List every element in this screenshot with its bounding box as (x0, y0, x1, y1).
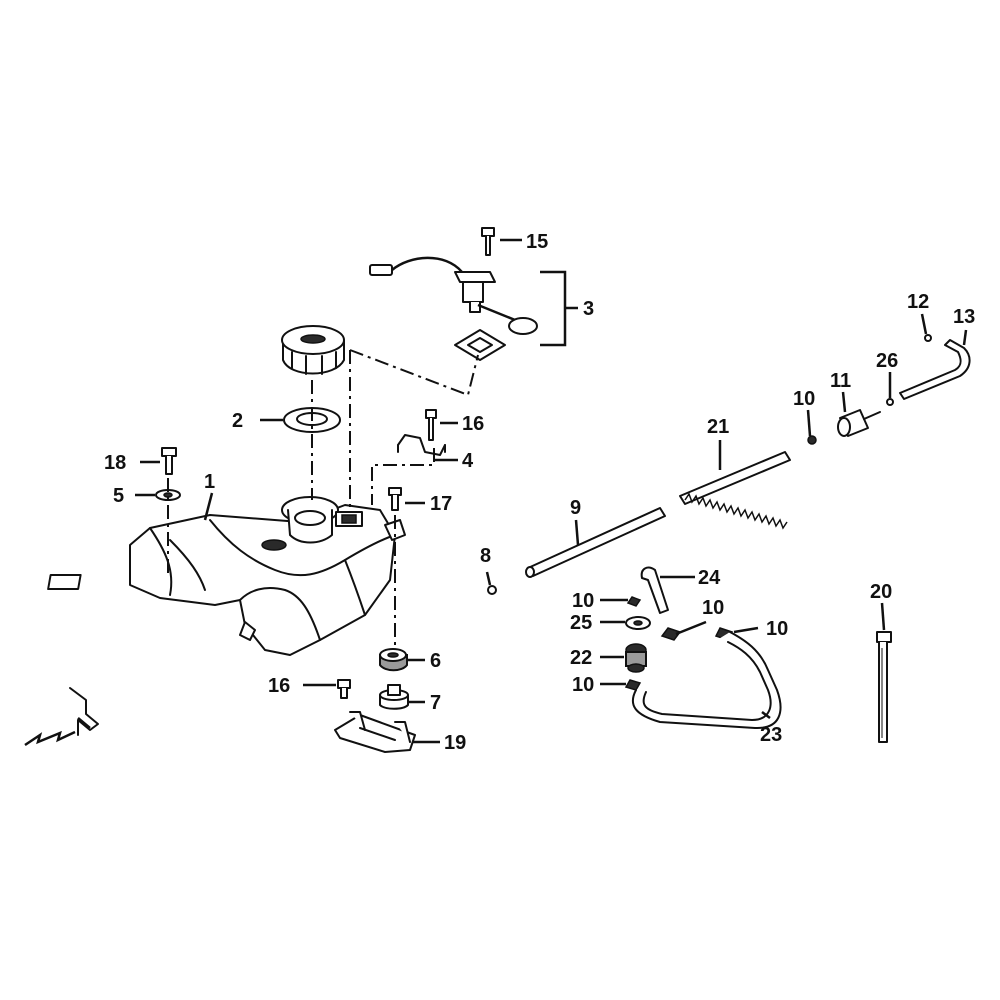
hose-clip-26 (886, 398, 894, 406)
bolt-18 (161, 447, 177, 475)
bolt-15 (481, 227, 495, 256)
callout-9: 9 (570, 497, 581, 519)
callout-26: 26 (876, 350, 898, 372)
callout-10-left-bottom: 10 (572, 674, 594, 696)
bracket-4 (397, 434, 446, 456)
callout-25: 25 (570, 612, 592, 634)
fuel-hose-24 (640, 566, 669, 614)
callout-24: 24 (698, 567, 721, 589)
cable-tie-20 (876, 631, 892, 743)
protector-spring-21 (679, 451, 791, 530)
callout-1: 1 (204, 471, 215, 493)
callout-3: 3 (583, 298, 594, 320)
callout-6: 6 (430, 650, 441, 672)
callout-18: 18 (104, 452, 126, 474)
assembly-lines (167, 349, 479, 650)
fuel-valve-22 (625, 643, 647, 673)
callout-5: 5 (113, 485, 124, 507)
fuel-hose-9 (525, 507, 666, 578)
elbow-hose-13 (899, 339, 971, 400)
callout-12: 12 (907, 291, 929, 313)
callout-16-upper: 16 (462, 413, 484, 435)
collar-7 (379, 684, 409, 710)
callout-7: 7 (430, 692, 441, 714)
bolt-17 (388, 487, 402, 511)
callout-13: 13 (953, 306, 975, 328)
fuel-cap (281, 325, 345, 375)
callout-15: 15 (526, 231, 548, 253)
fuel-filter-11 (837, 409, 881, 437)
fuel-hose-23 (631, 631, 782, 730)
callout-2: 2 (232, 410, 243, 432)
callout-10-top: 10 (793, 388, 815, 410)
fuel-sender-unit (369, 256, 538, 361)
hose-clip-12 (924, 334, 932, 342)
callout-10-mid: 10 (702, 597, 724, 619)
callout-23: 23 (760, 724, 782, 746)
callout-labels: 15 3 2 16 4 18 5 1 17 6 7 16 19 8 9 21 1… (104, 231, 975, 754)
bolt-16-lower (337, 679, 351, 699)
callout-17: 17 (430, 493, 452, 515)
callout-10-right: 10 (766, 618, 788, 640)
fuel-tank (47, 496, 406, 656)
rubber-mount-6 (379, 648, 408, 672)
hose-clamp-10-a (807, 435, 817, 445)
callout-22: 22 (570, 647, 592, 669)
front-direction-arrow-icon (24, 687, 99, 747)
hose-clamp-10-d (624, 679, 642, 691)
leader-lines (135, 238, 968, 744)
callout-4: 4 (462, 450, 474, 472)
hose-clamp-10-b (626, 596, 642, 607)
washer-25 (625, 616, 651, 630)
hose-clip-8 (487, 585, 497, 595)
callout-20: 20 (870, 581, 892, 603)
hose-clamp-10-c (660, 627, 682, 641)
callout-11: 11 (830, 370, 851, 392)
callout-8: 8 (480, 545, 491, 567)
mounting-bracket-19 (334, 711, 416, 753)
callout-21: 21 (707, 416, 729, 438)
bolt-16-upper (425, 409, 437, 441)
callout-19: 19 (444, 732, 466, 754)
callout-10-left-top: 10 (572, 590, 594, 612)
callout-16-lower: 16 (268, 675, 290, 697)
